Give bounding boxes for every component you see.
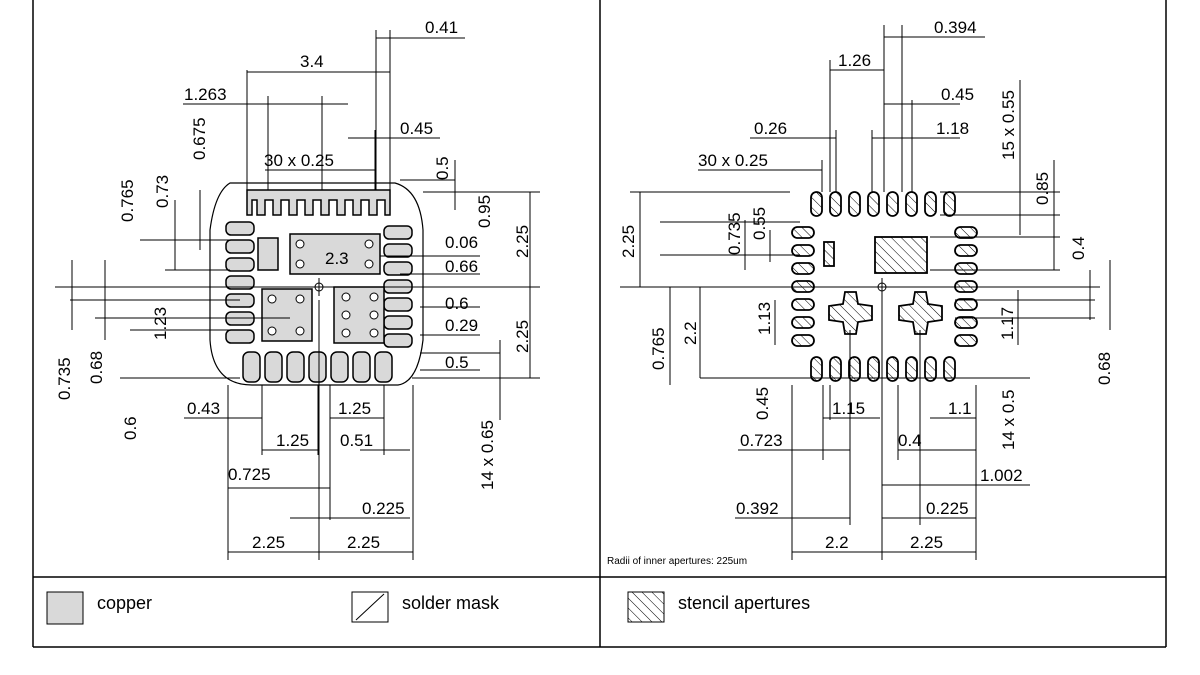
dim-0-95: 0.95 [475, 195, 494, 228]
left-pad-column [225, 221, 255, 344]
dimension-lines-right [620, 25, 1111, 560]
dim-r-0-55: 0.55 [750, 207, 769, 240]
dim-1-25-b: 1.25 [276, 431, 309, 450]
aperture-radius-note: Radii of inner apertures: 225um [607, 556, 747, 567]
dim-0-5-top: 0.5 [433, 156, 452, 180]
dim-r-14x0-5: 14 x 0.5 [999, 390, 1018, 451]
dim-2-25-right-bot: 2.25 [513, 320, 532, 353]
dimension-labels-right: 0.394 1.26 0.45 0.26 1.18 30 x 0.25 1.15… [619, 18, 1114, 552]
dim-r-0-225: 0.225 [926, 499, 969, 518]
land-pattern-view: 0.41 3.4 1.263 0.45 30 x 0.25 2.3 0.06 0… [55, 18, 540, 560]
dim-1-25-a: 1.25 [338, 399, 371, 418]
dim-r-30x0-25: 30 x 0.25 [698, 151, 768, 170]
dim-0-43: 0.43 [187, 399, 220, 418]
dim-r-0-26: 0.26 [754, 119, 787, 138]
dim-r-2-2-left: 2.2 [681, 321, 700, 345]
dim-0-41: 0.41 [425, 18, 458, 37]
stencil-swatch [627, 591, 665, 623]
cross-aperture-right [898, 291, 943, 335]
dim-r-2-25-bot: 2.25 [910, 533, 943, 552]
dim-1-23: 1.23 [151, 307, 170, 340]
right-aperture-column [954, 226, 978, 347]
dim-0-765: 0.765 [118, 179, 137, 222]
dim-0-51: 0.51 [340, 431, 373, 450]
top-aperture-row [810, 191, 956, 217]
inner-pads [257, 233, 385, 344]
dimension-lines-left [55, 30, 540, 560]
stencil-view: 0.394 1.26 0.45 0.26 1.18 30 x 0.25 1.15… [607, 18, 1114, 567]
dim-0-73: 0.73 [153, 175, 172, 208]
dim-r-0-392: 0.392 [736, 499, 779, 518]
dim-0-29: 0.29 [445, 316, 478, 335]
bottom-pad-row [242, 351, 393, 383]
dim-0-68: 0.68 [87, 351, 106, 384]
thermal-vias [267, 239, 379, 338]
dim-r-2-25-left: 2.25 [619, 225, 638, 258]
drawing-frame [32, 0, 1167, 648]
bottom-aperture-row [810, 356, 956, 382]
dim-1-263: 1.263 [184, 85, 227, 104]
copper-swatch [46, 591, 84, 625]
dim-0-6-right: 0.6 [445, 294, 469, 313]
dim-r-1-002: 1.002 [980, 466, 1023, 485]
dim-r-0-68: 0.68 [1095, 352, 1114, 385]
dim-r-0-45-bot: 0.45 [753, 387, 772, 420]
dim-r-1-1: 1.1 [948, 399, 972, 418]
solder-mask-outline [209, 182, 424, 386]
dim-r-1-18: 1.18 [936, 119, 969, 138]
dim-r-15x0-55: 15 x 0.55 [999, 90, 1018, 160]
dim-0-06: 0.06 [445, 233, 478, 252]
dim-r-0-85: 0.85 [1033, 172, 1052, 205]
solder-mask-swatch [351, 591, 389, 623]
dim-30x0-25: 30 x 0.25 [264, 151, 334, 170]
dim-0-225: 0.225 [362, 499, 405, 518]
dim-r-1-13: 1.13 [755, 302, 774, 335]
dim-0-5-bot: 0.5 [445, 353, 469, 372]
right-pad-column [383, 225, 413, 348]
legend-stencil-label: stencil apertures [678, 593, 810, 613]
dim-r-0-735: 0.735 [725, 212, 744, 255]
legend-copper-label: copper [97, 593, 152, 613]
dim-0-45: 0.45 [400, 119, 433, 138]
dim-r-1-17: 1.17 [998, 307, 1017, 340]
dim-r-2-2-bot: 2.2 [825, 533, 849, 552]
dimension-labels-left: 0.41 3.4 1.263 0.45 30 x 0.25 2.3 0.06 0… [55, 18, 532, 552]
dim-r-0-394: 0.394 [934, 18, 977, 37]
dim-3-4: 3.4 [300, 52, 324, 71]
dim-0-6-left: 0.6 [121, 416, 140, 440]
dim-r-0-723: 0.723 [740, 431, 783, 450]
dim-r-1-15: 1.15 [832, 399, 865, 418]
legend-solder-mask-label: solder mask [402, 593, 500, 613]
dim-2-25-right-top: 2.25 [513, 225, 532, 258]
top-pad-row [246, 189, 391, 216]
dim-0-675: 0.675 [190, 117, 209, 160]
dim-r-0-765: 0.765 [649, 327, 668, 370]
dim-0-735: 0.735 [55, 357, 74, 400]
dim-r-0-4-bot: 0.4 [898, 431, 922, 450]
dim-0-66: 0.66 [445, 257, 478, 276]
legend: copper solder mask stencil apertures [46, 591, 810, 625]
dim-r-0-45-top: 0.45 [941, 85, 974, 104]
dim-2-25-bot-left: 2.25 [252, 533, 285, 552]
dim-r-1-26: 1.26 [838, 51, 871, 70]
dim-2-3: 2.3 [325, 249, 349, 268]
dim-r-0-4-right: 0.4 [1069, 236, 1088, 260]
dim-14x0-65: 14 x 0.65 [478, 420, 497, 490]
inner-apertures [823, 236, 943, 335]
dim-2-25-bot-right: 2.25 [347, 533, 380, 552]
dim-0-725: 0.725 [228, 465, 271, 484]
cross-aperture-left [828, 291, 873, 335]
